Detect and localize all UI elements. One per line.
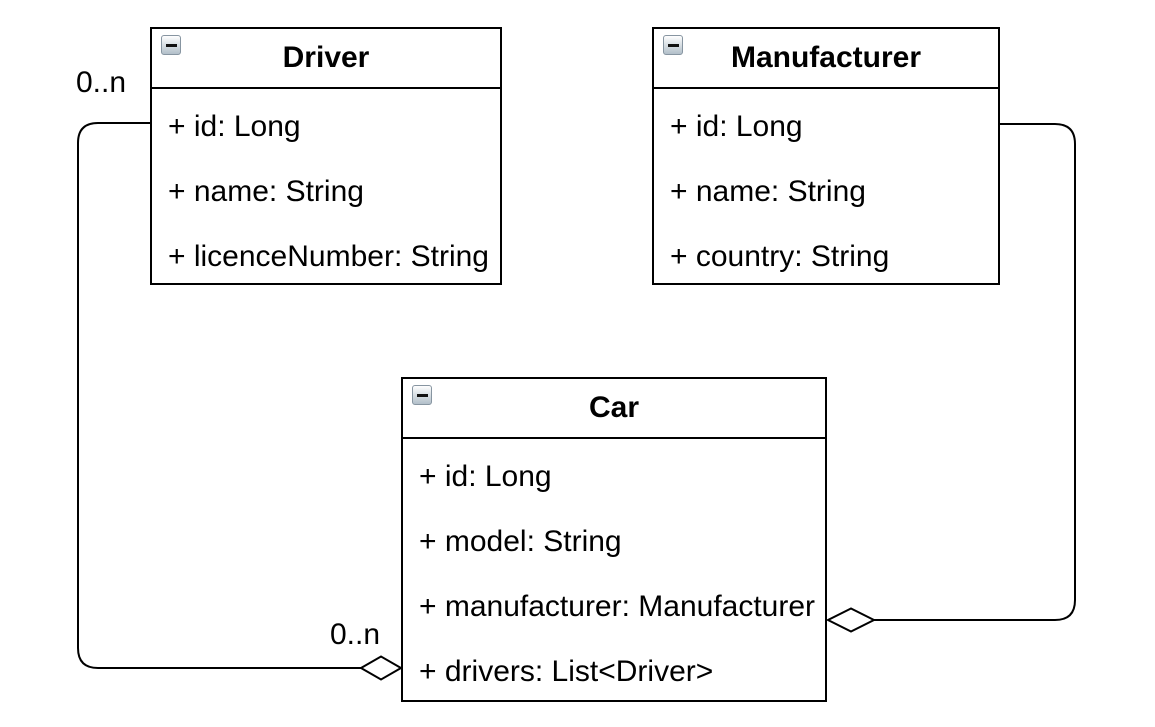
class-attribute: + id: Long — [670, 109, 803, 143]
aggregation-edge-car-manufacturer[interactable] — [825, 123, 1076, 633]
class-attribute: + id: Long — [419, 459, 552, 493]
aggregation-diamond-icon — [825, 607, 877, 633]
class-title: Driver — [282, 41, 370, 74]
aggregation-diamond-icon — [358, 655, 404, 681]
edge-line — [874, 123, 1076, 621]
class-attribute: + licenceNumber: String — [168, 239, 489, 273]
class-attribute: + manufacturer: Manufacturer — [419, 589, 816, 623]
class-title: Car — [588, 391, 640, 424]
attribute-list: + id: Long + name: String + country: Str… — [654, 89, 998, 289]
class-title: Manufacturer — [730, 41, 922, 74]
attribute-list: + id: Long + name: String + licenceNumbe… — [152, 89, 500, 289]
attribute-list: + id: Long + model: String + manufacture… — [403, 439, 825, 704]
multiplicity-label-driver-end: 0..n — [76, 66, 127, 99]
collapse-icon[interactable] — [412, 385, 432, 405]
class-attribute: + name: String — [670, 174, 866, 208]
edge-line — [77, 122, 361, 669]
class-header: Car — [403, 379, 825, 439]
class-attribute: + model: String — [419, 524, 622, 558]
minus-glyph — [165, 43, 177, 47]
class-header: Driver — [152, 29, 500, 89]
class-box-manufacturer[interactable]: Manufacturer + id: Long + name: String +… — [652, 27, 1000, 285]
minus-glyph — [667, 43, 679, 47]
class-attribute: + drivers: List<Driver> — [419, 654, 714, 688]
class-header: Manufacturer — [654, 29, 998, 89]
minus-glyph — [416, 393, 428, 397]
class-attribute: + country: String — [670, 239, 890, 273]
class-attribute: + name: String — [168, 174, 364, 208]
collapse-icon[interactable] — [663, 35, 683, 55]
collapse-icon[interactable] — [161, 35, 181, 55]
multiplicity-label-car-end: 0..n — [330, 618, 381, 651]
class-attribute: + id: Long — [168, 109, 301, 143]
class-box-driver[interactable]: Driver + id: Long + name: String + licen… — [150, 27, 502, 285]
class-box-car[interactable]: Car + id: Long + model: String + manufac… — [401, 377, 827, 702]
